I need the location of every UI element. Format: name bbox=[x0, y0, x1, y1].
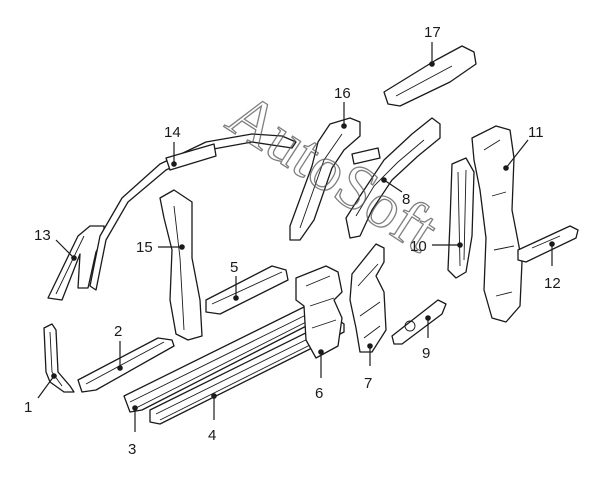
callout-6: 6 bbox=[315, 349, 324, 402]
callout-13-label: 13 bbox=[34, 227, 51, 244]
callout-16: 16 bbox=[334, 85, 351, 129]
callout-3-label: 3 bbox=[128, 441, 136, 458]
callout-7: 7 bbox=[364, 343, 373, 392]
callout-4: 4 bbox=[208, 393, 217, 444]
callout-3: 3 bbox=[128, 405, 138, 458]
callout-7-label: 7 bbox=[364, 375, 372, 392]
callout-10-label: 10 bbox=[410, 238, 427, 255]
part-11 bbox=[471, 125, 523, 323]
callout-17-label: 17 bbox=[424, 24, 441, 41]
part-1 bbox=[43, 323, 75, 393]
callout-13: 13 bbox=[34, 227, 77, 261]
callout-17: 17 bbox=[424, 24, 441, 67]
part-5 bbox=[205, 265, 289, 315]
part-7 bbox=[349, 243, 387, 353]
part-8 bbox=[345, 117, 441, 239]
callout-9: 9 bbox=[422, 315, 431, 362]
part-15 bbox=[159, 189, 203, 341]
callout-14-label: 14 bbox=[164, 124, 181, 141]
callout-11-label: 11 bbox=[528, 124, 544, 141]
part-6 bbox=[295, 265, 343, 359]
callout-8-label: 8 bbox=[402, 191, 410, 208]
callout-12: 12 bbox=[544, 241, 561, 292]
callout-12-label: 12 bbox=[544, 275, 561, 292]
part-9 bbox=[391, 299, 447, 345]
callout-4-label: 4 bbox=[208, 427, 216, 444]
part-2 bbox=[77, 337, 175, 393]
callout-9-label: 9 bbox=[422, 345, 430, 362]
callout-16-label: 16 bbox=[334, 85, 351, 102]
part-14 bbox=[89, 133, 297, 291]
callout-15-label: 15 bbox=[136, 239, 153, 256]
callout-10: 10 bbox=[410, 238, 463, 255]
part-3 bbox=[123, 305, 323, 413]
callout-1: 1 bbox=[24, 373, 57, 416]
callout-14: 14 bbox=[164, 124, 181, 167]
callout-15: 15 bbox=[136, 239, 185, 256]
part-12 bbox=[517, 225, 579, 263]
part-16 bbox=[289, 117, 361, 241]
callout-8: 8 bbox=[381, 177, 410, 208]
part-13 bbox=[47, 225, 105, 301]
callout-2-label: 2 bbox=[114, 323, 122, 340]
callout-6-label: 6 bbox=[315, 385, 323, 402]
callout-11: 11 bbox=[503, 124, 544, 171]
callout-1-label: 1 bbox=[24, 399, 32, 416]
callout-5: 5 bbox=[230, 259, 239, 301]
callout-2: 2 bbox=[114, 323, 123, 371]
part-10 bbox=[447, 157, 475, 279]
part-17 bbox=[383, 45, 477, 107]
callout-5-label: 5 bbox=[230, 259, 238, 276]
